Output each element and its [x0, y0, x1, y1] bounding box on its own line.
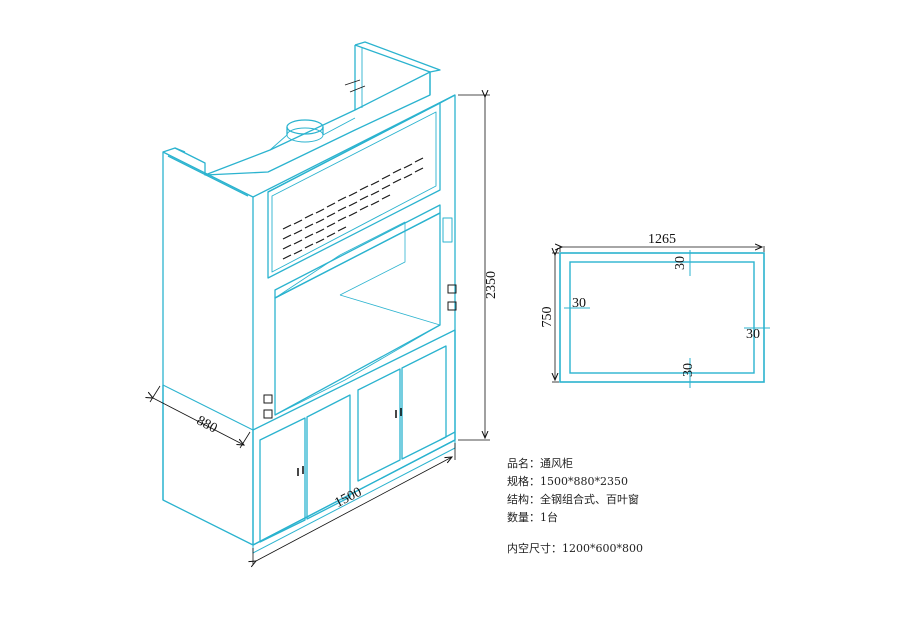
- lower-cabinet: [252, 329, 456, 546]
- cabinet-door-right-2: [401, 345, 447, 460]
- plan-outer-rect: [559, 252, 765, 383]
- spec-name: 品名：通风柜: [507, 457, 573, 470]
- louver-slots: [282, 157, 424, 260]
- socket-icon: [263, 409, 273, 419]
- plan-left-wall-label: 30: [572, 296, 586, 311]
- plan-view: [552, 246, 770, 388]
- plan-inner-rect: [569, 261, 755, 374]
- depth-label: 880: [194, 413, 220, 436]
- socket-icon: [447, 301, 457, 311]
- socket-icon: [447, 284, 457, 294]
- spec-quantity: 数量：1台: [507, 511, 558, 524]
- hood-detail-lines: [263, 79, 457, 476]
- height-label: 2350: [484, 271, 499, 299]
- plan-right-wall-label: 30: [746, 327, 760, 342]
- top-duct-housing: [204, 71, 431, 176]
- work-opening: [274, 212, 441, 416]
- plan-width-label: 1265: [648, 232, 676, 247]
- door-handle-2: [395, 408, 402, 418]
- width-label: 1500: [333, 485, 365, 511]
- width-dimension-line: [256, 457, 452, 561]
- spec-size: 规格：1500*880*2350: [507, 475, 628, 488]
- fume-hood-isometric: [162, 41, 456, 554]
- left-side-panel: [162, 151, 254, 546]
- plan-depth-label: 750: [540, 307, 555, 328]
- cabinet-door-right-1: [357, 368, 401, 482]
- plan-bottom-wall-label: 30: [681, 363, 696, 377]
- depth-dimension-line: [153, 398, 244, 445]
- louver-panel: [267, 102, 441, 279]
- control-panel-icon: [442, 217, 453, 243]
- socket-icon: [263, 394, 273, 404]
- cabinet-door-left-1: [259, 417, 306, 543]
- plan-top-wall-label: 30: [673, 256, 688, 270]
- door-handle-1: [297, 466, 304, 476]
- spec-structure: 结构：全钢组合式、百叶窗: [507, 493, 639, 506]
- spec-inner-size: 内空尺寸：1200*600*800: [507, 542, 643, 555]
- elevation-dimensions: [150, 95, 490, 565]
